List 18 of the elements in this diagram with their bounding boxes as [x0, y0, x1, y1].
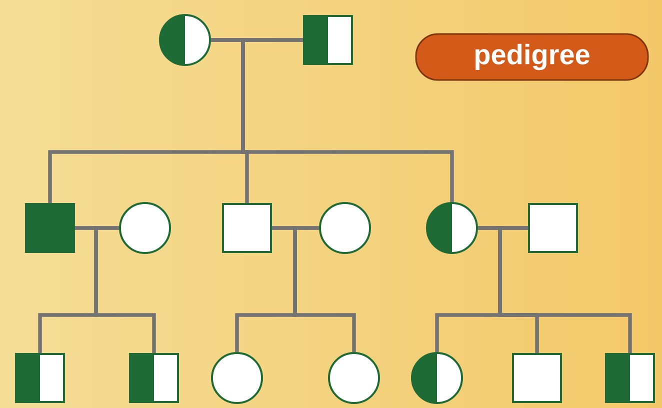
person-square — [512, 353, 562, 403]
person-circle — [159, 14, 211, 66]
person-circle — [411, 352, 463, 404]
person-square — [25, 203, 75, 253]
pedigree-line — [94, 226, 156, 353]
person-square — [222, 203, 272, 253]
person-circle — [319, 202, 371, 254]
person-circle — [119, 202, 171, 254]
person-square — [303, 15, 353, 65]
person-circle — [328, 352, 380, 404]
pedigree-line — [293, 226, 356, 352]
person-square — [129, 353, 179, 403]
person-circle — [426, 202, 478, 254]
person-square — [605, 353, 655, 403]
title-badge: pedigree — [415, 33, 649, 81]
person-square — [15, 353, 65, 403]
person-circle — [211, 352, 263, 404]
person-square — [528, 203, 578, 253]
